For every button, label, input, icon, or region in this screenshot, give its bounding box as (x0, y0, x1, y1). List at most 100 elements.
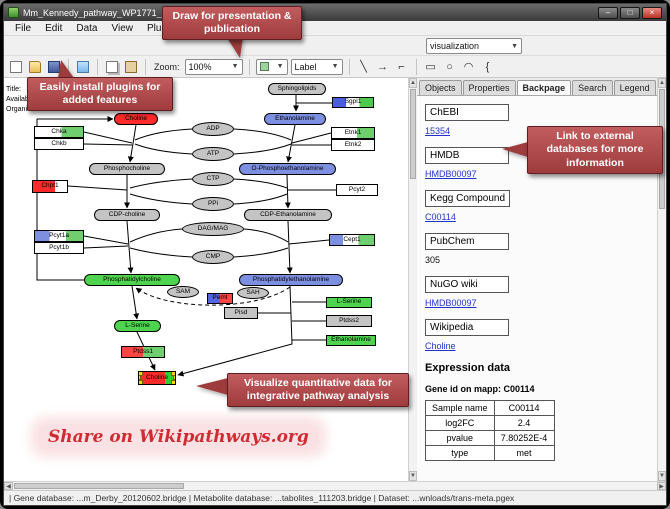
horizontal-scrollbar[interactable]: ◀ ▶ (4, 481, 666, 490)
db-value-chebi[interactable]: 15354 (425, 126, 451, 136)
pathway-node-pcyt2[interactable]: Pcyt2 (336, 184, 378, 196)
pathway-node-phosphocholine[interactable]: Phosphocholine (89, 163, 165, 175)
pathway-node-ptdss2[interactable]: Ptdss2 (326, 315, 372, 327)
pathway-node-l-serine-right[interactable]: L-Serine (326, 297, 372, 308)
pathway-node-etnk2[interactable]: Etnk2 (331, 139, 375, 151)
pathway-organism-label: Organism: (6, 106, 39, 113)
selection-handle[interactable] (173, 375, 175, 380)
new-file-button[interactable] (8, 59, 24, 75)
db-value-wikipedia[interactable]: Choline (425, 341, 456, 351)
pathway-node-choline-top[interactable]: Choline (114, 113, 158, 125)
maximize-button[interactable]: □ (620, 6, 640, 19)
pathway-node-pcyt1a[interactable]: Pcyt1a (34, 230, 84, 242)
datanode-type-combo[interactable]: ▼ (255, 58, 288, 75)
pathway-node-cmp[interactable]: CMP (192, 250, 234, 264)
menu-item-file[interactable]: File (15, 22, 32, 34)
scroll-up-icon[interactable]: ▲ (658, 78, 666, 88)
pathway-title-label: Title: (6, 86, 21, 93)
pathway-node-sphingolipids[interactable]: Sphingolipids (268, 83, 326, 95)
db-header-pubchem: PubChem (425, 233, 509, 250)
pathway-node-adp[interactable]: ADP (192, 122, 234, 136)
selection-handle[interactable] (139, 380, 143, 384)
arc-tool-icon[interactable]: ◠ (463, 61, 474, 73)
pathway-node-chkb[interactable]: Chkb (34, 138, 84, 150)
pathway-node-ppi[interactable]: PPi (192, 197, 234, 211)
tab-properties[interactable]: Properties (462, 80, 516, 95)
pathway-availability-label: Availability: (6, 96, 41, 103)
db-value-kegg-compound[interactable]: C00114 (425, 212, 456, 222)
selection-handle[interactable] (171, 380, 175, 384)
minimize-button[interactable]: – (598, 6, 618, 19)
menu-item-data[interactable]: Data (76, 22, 98, 34)
selection-handle[interactable] (139, 375, 141, 380)
scroll-up-icon[interactable]: ▲ (409, 78, 417, 88)
arrow-tool-icon[interactable]: → (377, 60, 389, 73)
toolbar-row-main: Zoom: 100% ▼ ▼ Label ▼ ╲ → ⌐ ▭ ○ ◠ { (4, 56, 666, 78)
elbow-tool-icon[interactable]: ⌐ (398, 60, 405, 73)
db-value-nugo-wiki[interactable]: HMDB00097 (425, 298, 477, 308)
canvas-vertical-scrollbar[interactable]: ▲ ▼ (408, 78, 417, 481)
scroll-left-icon[interactable]: ◀ (4, 482, 13, 490)
pathway-node-phosphatidylcholine[interactable]: Phosphatidylcholine (84, 274, 180, 286)
pathway-node-pisd[interactable]: Pisd (224, 307, 258, 319)
scroll-right-icon[interactable]: ▶ (657, 482, 666, 490)
close-button[interactable]: × (642, 6, 662, 19)
brace-tool-icon[interactable]: { (485, 60, 490, 73)
horizontal-scroll-thumb[interactable] (14, 483, 184, 489)
pathway-node-sgpl1[interactable]: Sgpl1 (332, 97, 374, 108)
pathway-node-chpt1[interactable]: Chpt1 (32, 180, 68, 193)
pathway-node-ptdss1[interactable]: Ptdss1 (121, 346, 165, 358)
pathway-node-ethanolamine-top[interactable]: Ethanolamine (264, 113, 326, 125)
pathway-node-l-serine-left[interactable]: L-Serine (114, 320, 161, 332)
pathway-node-etnk1[interactable]: Etnk1 (331, 127, 375, 139)
export-image-button[interactable] (75, 59, 91, 75)
callout-link-arrow-icon (502, 142, 528, 157)
visualization-combo[interactable]: visualization ▼ (426, 38, 522, 54)
pathway-node-cdp-choline[interactable]: CDP-choline (94, 209, 160, 221)
pathway-node-choline-selected[interactable]: Choline (138, 371, 176, 385)
tab-backpage[interactable]: Backpage (516, 80, 572, 95)
pathway-canvas[interactable]: Title: Availability: Organism: (4, 78, 408, 481)
tab-search[interactable]: Search (572, 80, 613, 95)
callout-plugins: Easily install plugins for added feature… (27, 77, 173, 112)
pathway-node-pemt[interactable]: Pemt (207, 293, 233, 304)
pathway-node-o-phosphoethanolamine[interactable]: O-Phosphoethanolamine (239, 163, 336, 175)
pathway-node-phosphatidylethanolamine[interactable]: Phosphatidylethanolamine (239, 274, 343, 286)
copy-button[interactable] (104, 59, 120, 75)
vertical-scroll-thumb[interactable] (410, 89, 416, 179)
pathway-node-sam[interactable]: SAM (167, 286, 199, 298)
rectangle-tool-icon[interactable]: ▭ (425, 61, 436, 73)
paste-button[interactable] (123, 59, 139, 75)
line-tool-icon[interactable]: ╲ (360, 61, 367, 73)
pathway-node-cept1[interactable]: Cept1 (329, 234, 375, 246)
pathway-node-dag-mag[interactable]: DAG/MAG (182, 222, 244, 236)
pathway-node-cdp-ethanolamine[interactable]: CDP-Ethanolamine (244, 209, 332, 221)
datanode-swatch-icon (259, 62, 269, 71)
open-folder-icon (29, 60, 41, 73)
callout-visualize: Visualize quantitative data for integrat… (227, 373, 409, 408)
tab-legend[interactable]: Legend (613, 80, 656, 95)
db-value-hmdb[interactable]: HMDB00097 (425, 169, 477, 179)
zoom-combo[interactable]: 100% ▼ (184, 58, 243, 75)
selection-handle[interactable] (139, 372, 143, 376)
db-header-chebi: ChEBI (425, 104, 509, 121)
label-tool-combo[interactable]: Label ▼ (290, 58, 343, 75)
db-header-wikipedia: Wikipedia (425, 319, 509, 336)
toolbar-separator (248, 58, 250, 75)
scroll-down-icon[interactable]: ▼ (658, 471, 666, 481)
db-header-hmdb: HMDB (425, 147, 509, 164)
pathway-node-chka[interactable]: Chka (34, 126, 84, 138)
pathway-node-atp[interactable]: ATP (192, 147, 234, 161)
app-icon (8, 7, 19, 18)
pathway-node-ctp[interactable]: CTP (192, 172, 234, 186)
scroll-down-icon[interactable]: ▼ (409, 471, 417, 481)
pathway-node-pcyt1b[interactable]: Pcyt1b (34, 242, 84, 254)
open-file-button[interactable] (27, 59, 43, 75)
ellipse-tool-icon[interactable]: ○ (446, 60, 453, 73)
pathway-node-sah[interactable]: SAH (237, 287, 269, 299)
menu-item-edit[interactable]: Edit (45, 22, 63, 34)
pathway-node-ethanolamine-right[interactable]: Ethanolamine (326, 335, 376, 346)
menu-item-view[interactable]: View (111, 22, 133, 34)
tab-objects[interactable]: Objects (419, 80, 462, 95)
